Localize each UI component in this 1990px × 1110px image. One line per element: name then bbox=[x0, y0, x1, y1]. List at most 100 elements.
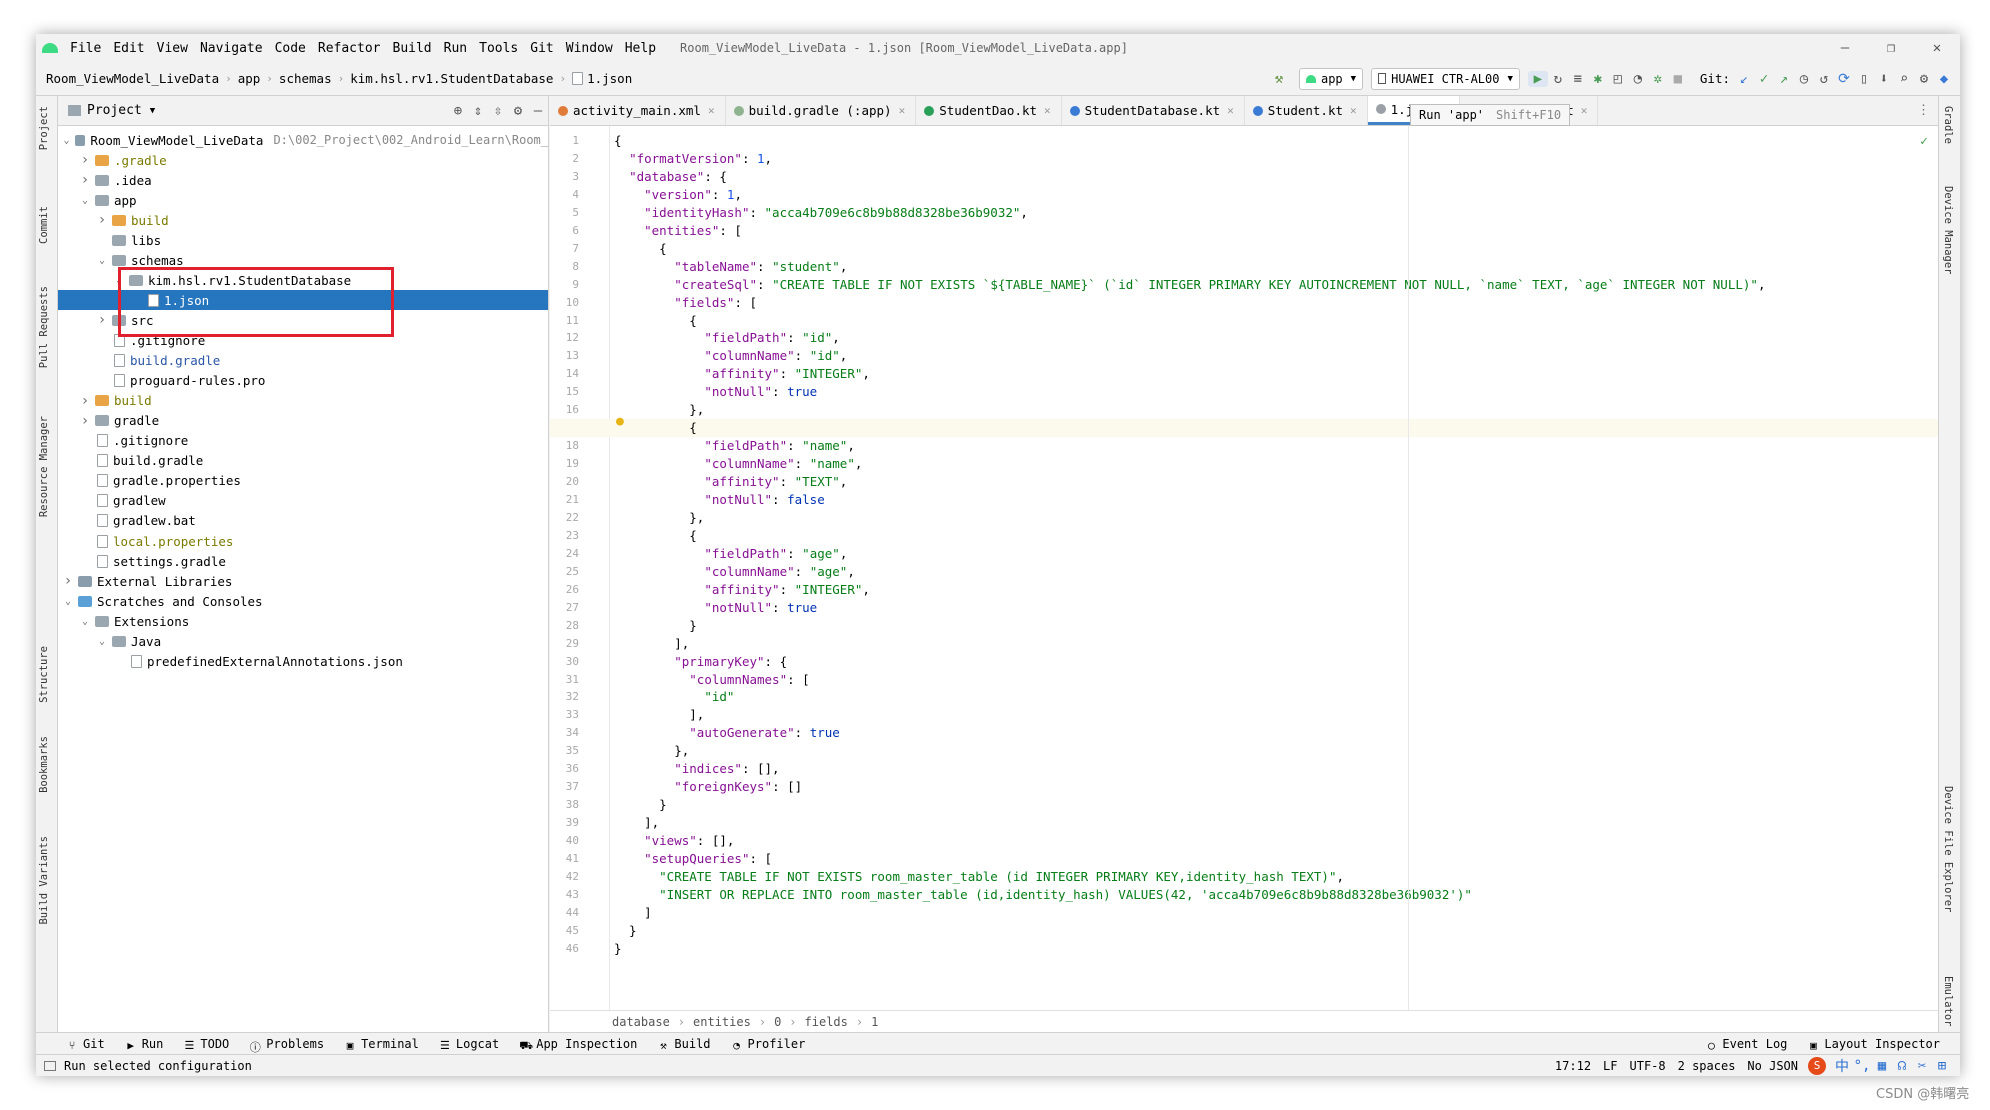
app-logo-icon[interactable]: ◆ bbox=[1939, 70, 1949, 87]
tree-node[interactable]: build.gradle bbox=[58, 451, 548, 471]
device-manager-icon[interactable]: ▯ bbox=[1859, 70, 1869, 87]
ime-logo-icon[interactable]: S bbox=[1808, 1056, 1826, 1075]
tree-node[interactable]: predefinedExternalAnnotations.json bbox=[58, 651, 548, 671]
tree-node[interactable]: ›build bbox=[58, 210, 548, 230]
collapse-all-icon[interactable]: ⇳ bbox=[493, 102, 503, 119]
breadcrumb-item[interactable]: app bbox=[237, 71, 261, 86]
git-push-icon[interactable]: ↗ bbox=[1779, 70, 1789, 87]
git-commit-icon[interactable]: ✓ bbox=[1759, 70, 1769, 87]
close-icon[interactable]: ✕ bbox=[1932, 40, 1942, 56]
tab-close-icon[interactable]: ✕ bbox=[898, 104, 906, 117]
tab-close-icon[interactable]: ✕ bbox=[1227, 104, 1234, 117]
menu-window[interactable]: Window bbox=[565, 40, 613, 56]
tree-node[interactable]: gradle.properties bbox=[58, 471, 548, 491]
menu-navigate[interactable]: Navigate bbox=[199, 40, 263, 56]
project-panel-title[interactable]: Project bbox=[87, 103, 142, 118]
ime-chinese-mode-icon[interactable]: 中 bbox=[1835, 1058, 1849, 1075]
expand-all-icon[interactable]: ⇕ bbox=[473, 102, 483, 119]
menu-file[interactable]: File bbox=[70, 40, 102, 56]
chevron-right-icon[interactable]: › bbox=[80, 392, 90, 409]
coverage-icon[interactable]: ✲ bbox=[1653, 70, 1663, 87]
chevron-right-icon[interactable]: › bbox=[80, 172, 90, 189]
code-breadcrumb-item[interactable]: fields bbox=[804, 1014, 848, 1029]
breadcrumb-item[interactable]: 1.json bbox=[587, 71, 633, 86]
panel-settings-icon[interactable]: ⚙ bbox=[513, 102, 523, 119]
run-icon[interactable]: ▶ bbox=[1527, 70, 1548, 87]
code-breadcrumb-item[interactable]: database bbox=[612, 1014, 670, 1029]
menu-refactor[interactable]: Refactor bbox=[317, 40, 381, 56]
code-view[interactable]: { "formatVersion": 1, "database": { "ver… bbox=[550, 126, 1938, 1026]
chevron-right-icon[interactable]: › bbox=[63, 573, 73, 590]
debug-icon[interactable]: ✱ bbox=[1593, 70, 1603, 87]
apply-changes-icon[interactable]: ≡ bbox=[1573, 70, 1583, 87]
tree-node[interactable]: ⌄app bbox=[58, 190, 548, 210]
minimize-icon[interactable]: — bbox=[1840, 40, 1850, 56]
tree-node[interactable]: gradlew.bat bbox=[58, 511, 548, 531]
ime-keyboard-icon[interactable]: ▦ bbox=[1877, 1057, 1887, 1074]
search-icon[interactable]: ⌕ bbox=[1899, 70, 1909, 87]
chevron-right-icon[interactable]: › bbox=[80, 412, 90, 429]
tool-window-terminal[interactable]: ▣Terminal bbox=[334, 1037, 429, 1052]
hide-panel-icon[interactable]: — bbox=[533, 102, 543, 119]
line-separator[interactable]: LF bbox=[1603, 1058, 1618, 1073]
stop-icon[interactable]: ■ bbox=[1673, 70, 1683, 87]
chevron-down-icon[interactable]: ⌄ bbox=[63, 134, 70, 146]
code-breadcrumb-item[interactable]: 0 bbox=[774, 1014, 782, 1029]
ime-punctuation-icon[interactable]: °, bbox=[1853, 1057, 1871, 1074]
menu-code[interactable]: Code bbox=[274, 40, 306, 56]
tree-node[interactable]: settings.gradle bbox=[58, 551, 548, 571]
git-history-icon[interactable]: ◷ bbox=[1799, 70, 1809, 87]
json-schema[interactable]: No JSON bbox=[1747, 1058, 1798, 1073]
intention-bulb-icon[interactable]: ● bbox=[616, 414, 624, 429]
tree-node[interactable]: .gitignore bbox=[58, 431, 548, 451]
tree-node[interactable]: proguard-rules.pro bbox=[58, 371, 548, 391]
breadcrumb-item[interactable]: schemas bbox=[278, 71, 332, 86]
locate-file-icon[interactable]: ⊕ bbox=[453, 102, 463, 119]
tree-node[interactable]: ⌄Extensions bbox=[58, 611, 548, 631]
editor-tab[interactable]: StudentDao.kt✕ bbox=[916, 96, 1062, 125]
tree-node[interactable]: build.gradle bbox=[58, 351, 548, 371]
tool-strip-structure[interactable]: Structure bbox=[38, 646, 50, 703]
device-select[interactable]: HUAWEI CTR-AL00▼ bbox=[1371, 67, 1520, 90]
breadcrumb-item[interactable]: Room_ViewModel_LiveData bbox=[46, 71, 220, 86]
chevron-down-icon[interactable]: ⌄ bbox=[81, 194, 89, 206]
ime-voice-icon[interactable]: ☊ bbox=[1897, 1057, 1907, 1074]
indent-setting[interactable]: 2 spaces bbox=[1677, 1058, 1736, 1073]
chevron-right-icon[interactable]: › bbox=[97, 312, 107, 329]
sync-gradle-icon[interactable]: ⟳ bbox=[1838, 70, 1850, 87]
tool-strip-resource-manager[interactable]: Resource Manager bbox=[38, 416, 50, 518]
attach-debugger-icon[interactable]: ◰ bbox=[1613, 70, 1623, 87]
tool-strip-bookmarks[interactable]: Bookmarks bbox=[38, 736, 50, 793]
tree-node[interactable]: ⌄schemas bbox=[58, 250, 548, 270]
maximize-icon[interactable]: ❐ bbox=[1886, 40, 1896, 56]
run-config-select[interactable]: app▼ bbox=[1298, 67, 1364, 90]
tree-node[interactable]: libs bbox=[58, 230, 548, 250]
tool-window-layout-inspector[interactable]: ▣Layout Inspector bbox=[1797, 1037, 1950, 1052]
code-breadcrumb-item[interactable]: 1 bbox=[871, 1014, 879, 1029]
tool-strip-emulator[interactable]: Emulator bbox=[1942, 976, 1954, 1027]
ime-menu-icon[interactable]: ⊞ bbox=[1937, 1057, 1947, 1074]
tab-close-icon[interactable]: ✕ bbox=[1350, 104, 1357, 117]
editor-tab[interactable]: build.gradle (:app)✕ bbox=[726, 96, 917, 125]
tool-window-build[interactable]: ⚒Build bbox=[647, 1037, 720, 1052]
menu-git[interactable]: Git bbox=[530, 40, 554, 56]
status-toggle-icon[interactable] bbox=[44, 1060, 56, 1071]
tool-strip-device-manager[interactable]: Device Manager bbox=[1942, 186, 1954, 275]
profile-icon[interactable]: ◔ bbox=[1633, 70, 1643, 87]
tool-strip-pull-requests[interactable]: Pull Requests bbox=[38, 286, 50, 369]
editor-tab[interactable]: StudentDatabase.kt✕ bbox=[1062, 96, 1245, 125]
tool-window-todo[interactable]: ☰TODO bbox=[173, 1037, 239, 1052]
tool-strip-device-file-explorer[interactable]: Device File Explorer bbox=[1942, 786, 1954, 913]
menu-help[interactable]: Help bbox=[624, 40, 657, 56]
chevron-right-icon[interactable]: › bbox=[97, 212, 107, 229]
git-rollback-icon[interactable]: ↺ bbox=[1819, 70, 1829, 87]
code-breadcrumb-item[interactable]: entities bbox=[693, 1014, 751, 1029]
tool-window-run[interactable]: ▶Run bbox=[115, 1037, 174, 1052]
tree-node[interactable]: ⌄Scratches and Consoles bbox=[58, 591, 548, 611]
menu-run[interactable]: Run bbox=[443, 40, 468, 56]
tree-node[interactable]: 1.json bbox=[58, 290, 548, 311]
tool-window-git[interactable]: ⑂Git bbox=[56, 1037, 115, 1052]
chevron-down-icon[interactable]: ⌄ bbox=[81, 615, 89, 627]
